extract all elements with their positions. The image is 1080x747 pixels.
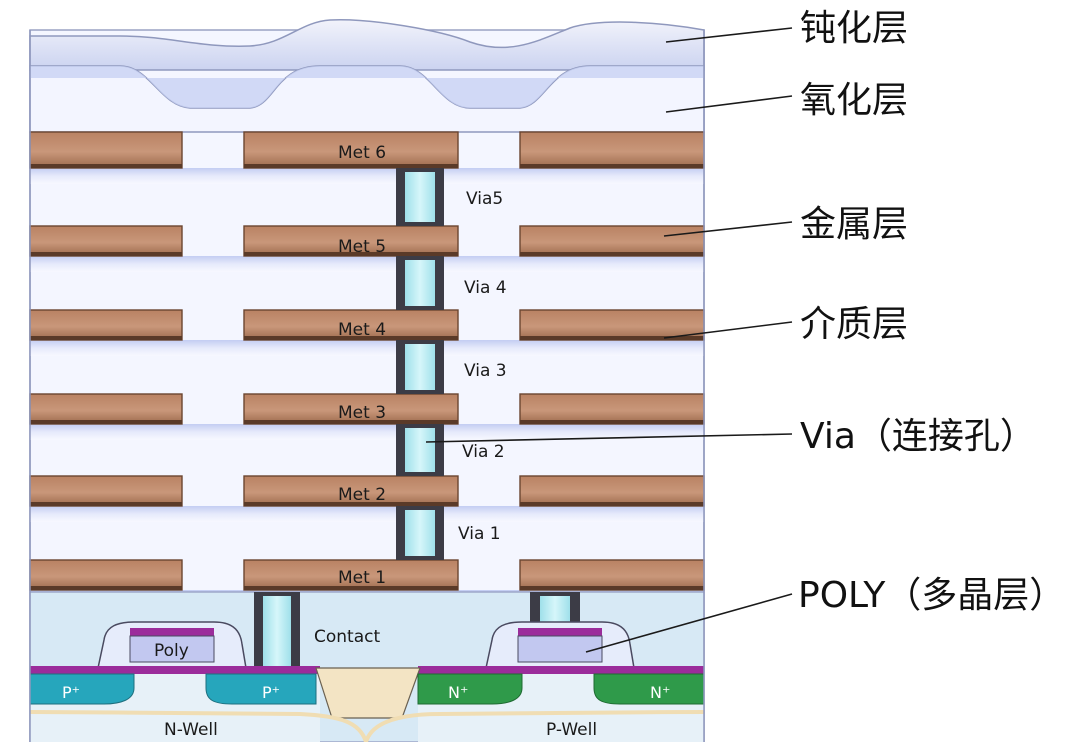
metal-segment-shadow [30, 164, 182, 168]
gate-oxide-left [130, 628, 214, 636]
metal-segment [519, 393, 705, 425]
metal-segment-shadow [520, 502, 704, 506]
metal-segment-shadow [30, 252, 182, 256]
via5-label: Via5 [466, 189, 503, 209]
metal-segment-shadow [520, 164, 704, 168]
via-fill [405, 344, 435, 390]
metal-segment [243, 131, 459, 169]
met5-label: Met 5 [338, 237, 386, 257]
metal-segment-shadow [520, 336, 704, 340]
callout-dielectric: 介质层 [800, 304, 908, 345]
metal-segment [29, 475, 183, 507]
p-plus-diffusion-left [29, 673, 135, 705]
metal-segment-shadow [244, 336, 458, 340]
poly-gate-right [517, 635, 603, 663]
metal-segment-shadow [520, 586, 704, 590]
passivation-layer [29, 19, 705, 71]
callout-metal: 金属层 [800, 204, 908, 245]
dielectric-band [30, 340, 704, 356]
metal-segment-shadow [244, 164, 458, 168]
surface-oxide-right [418, 666, 704, 674]
metal-segment [243, 559, 459, 591]
via4-label: Via 4 [464, 278, 507, 298]
dielectric-band [30, 424, 704, 440]
metal-segment-shadow [244, 252, 458, 256]
metal-segment [243, 309, 459, 341]
met1-label: Met 1 [338, 568, 386, 588]
metal-segment-shadow [30, 502, 182, 506]
via-stack [396, 168, 444, 560]
via-fill [405, 510, 435, 556]
poly-gate-left [129, 635, 215, 663]
n-plus-diffusion-left [417, 673, 523, 705]
well-boundary [29, 710, 705, 743]
via1-label: Via 1 [458, 524, 501, 544]
metal-segment [519, 225, 705, 257]
p-plus-label-right: P⁺ [262, 683, 280, 702]
met3-label: Met 3 [338, 403, 386, 423]
n-well-label: N-Well [164, 720, 218, 740]
p-plus-diffusion-right [205, 673, 317, 705]
metal-segment-shadow [30, 420, 182, 424]
leader-via [425, 433, 793, 443]
metal-segment [29, 131, 183, 169]
gate-oxide-right [518, 628, 602, 636]
callout-passivation: 钝化层 [800, 8, 908, 49]
metal-segment [519, 559, 705, 591]
metal-segment-shadow [30, 586, 182, 590]
metal-segment [519, 309, 705, 341]
leader-dielectric [663, 321, 793, 339]
via3-label: Via 3 [464, 361, 507, 381]
callout-poly: POLY（多晶层） [798, 575, 1065, 616]
metal-segment [243, 225, 459, 257]
leader-metal [663, 221, 793, 237]
n-plus-label-left: N⁺ [448, 683, 468, 702]
metal-segment [29, 225, 183, 257]
via-fill [405, 172, 435, 222]
contact-left-fill [263, 596, 291, 666]
callout-oxide: 氧化层 [800, 80, 908, 121]
via2-label: Via 2 [462, 442, 505, 462]
metal-segment [519, 475, 705, 507]
met4-label: Met 4 [338, 320, 386, 340]
metal-segment-shadow [244, 502, 458, 506]
n-plus-diffusion-right [593, 673, 705, 705]
metal-segment-shadow [244, 420, 458, 424]
p-plus-label-left: P⁺ [62, 683, 80, 702]
callout-via: Via（连接孔） [800, 416, 1036, 457]
metal-segment-shadow [30, 336, 182, 340]
metal-layers [29, 131, 705, 591]
surface-oxide-left [30, 666, 320, 674]
metal-segment-shadow [520, 252, 704, 256]
metal-segment [519, 131, 705, 169]
leader-poly [585, 593, 793, 653]
via-fill [405, 428, 435, 472]
metal-segment [243, 475, 459, 507]
dielectric-band [30, 168, 704, 184]
metal-segment-shadow [244, 586, 458, 590]
via-fill [405, 260, 435, 306]
metal-segment [29, 309, 183, 341]
dielectric-band [30, 256, 704, 272]
isolation-trench [315, 667, 421, 719]
p-well-label: P-Well [546, 720, 597, 740]
poly-label: Poly [154, 641, 189, 661]
metal-segment [243, 393, 459, 425]
metal-segment-shadow [520, 420, 704, 424]
contact-label: Contact [314, 627, 380, 647]
n-plus-label-right: N⁺ [650, 683, 670, 702]
metal-segment [29, 559, 183, 591]
dielectric-band [30, 506, 704, 522]
metal-segment [29, 393, 183, 425]
leader-passivation [665, 27, 793, 43]
oxide-shading [30, 66, 704, 108]
met6-label: Met 6 [338, 143, 386, 163]
met2-label: Met 2 [338, 485, 386, 505]
leader-oxide [665, 95, 793, 113]
